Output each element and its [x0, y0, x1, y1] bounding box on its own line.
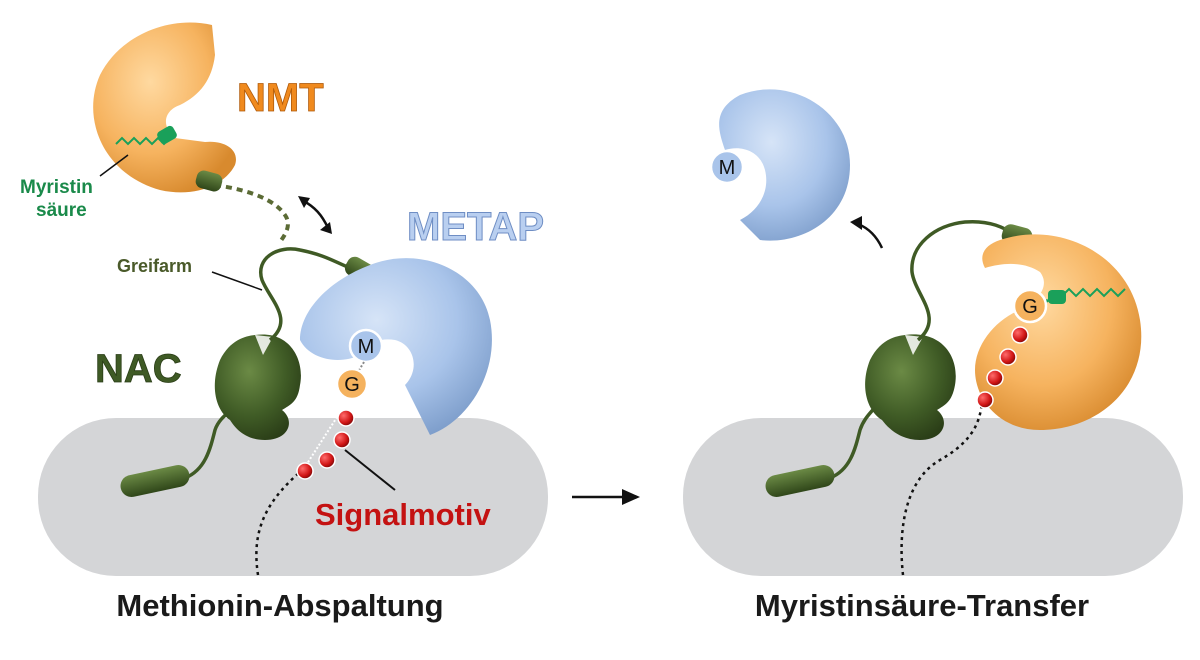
nac-rod-right [765, 465, 835, 497]
signal-bead [1011, 326, 1029, 344]
residue-g-left: G [335, 367, 369, 401]
nascent-chain-right [900, 401, 984, 576]
signal-bead [337, 409, 355, 427]
metap-right [719, 89, 850, 241]
signalmotiv-label: Signalmotiv [315, 497, 491, 532]
myristic-head-right [1048, 290, 1066, 304]
signal-bead [296, 462, 314, 480]
signal-bead [976, 391, 994, 409]
myristin-pointer [99, 154, 129, 177]
signal-bead [318, 451, 336, 469]
myristin-label-line2: säure [36, 200, 87, 221]
greifarm-label: Greifarm [117, 256, 192, 276]
residue-g-label: G [1022, 296, 1038, 318]
residue-g-label: G [344, 374, 360, 396]
greifarm-right [910, 219, 1017, 342]
signal-bead [333, 431, 351, 449]
caption-left: Methionin-Abspaltung [116, 588, 443, 623]
myristic-acid-right [1061, 287, 1126, 298]
ribosome-right [683, 418, 1183, 576]
myristin-label-line1: Myristin [20, 177, 93, 198]
greifarm-left [258, 247, 351, 342]
metap-label: METAP [407, 205, 544, 249]
nmt-label: NMT [237, 76, 324, 120]
signalmotiv-pointer [344, 449, 396, 491]
residue-m-left: M [348, 328, 384, 364]
nac-rod-left [120, 465, 190, 497]
residue-m-label: M [719, 157, 736, 179]
residue-g-right: G [1012, 288, 1048, 324]
transition-arrow [572, 489, 640, 505]
signal-bead [999, 348, 1017, 366]
nmt-rod-left [195, 170, 223, 192]
nac-label: NAC [95, 347, 182, 391]
residue-m-label: M [358, 336, 375, 358]
release-arrow [850, 216, 884, 249]
ribosome-left [38, 418, 548, 576]
nac-left [214, 334, 301, 440]
signal-bead [986, 369, 1004, 387]
caption-right: Myristinsäure-Transfer [755, 588, 1089, 623]
signal-motif-right [976, 326, 1029, 409]
greifarm-pointer [211, 271, 263, 291]
signal-motif-left [296, 399, 355, 480]
double-arrow [298, 196, 332, 234]
nmt-left [93, 22, 236, 193]
nmt-dotted-link [214, 183, 290, 244]
residue-m-right: M [709, 149, 745, 185]
nmt-right [975, 234, 1142, 430]
myristic-head-left [157, 125, 177, 145]
metap-left [300, 258, 492, 435]
